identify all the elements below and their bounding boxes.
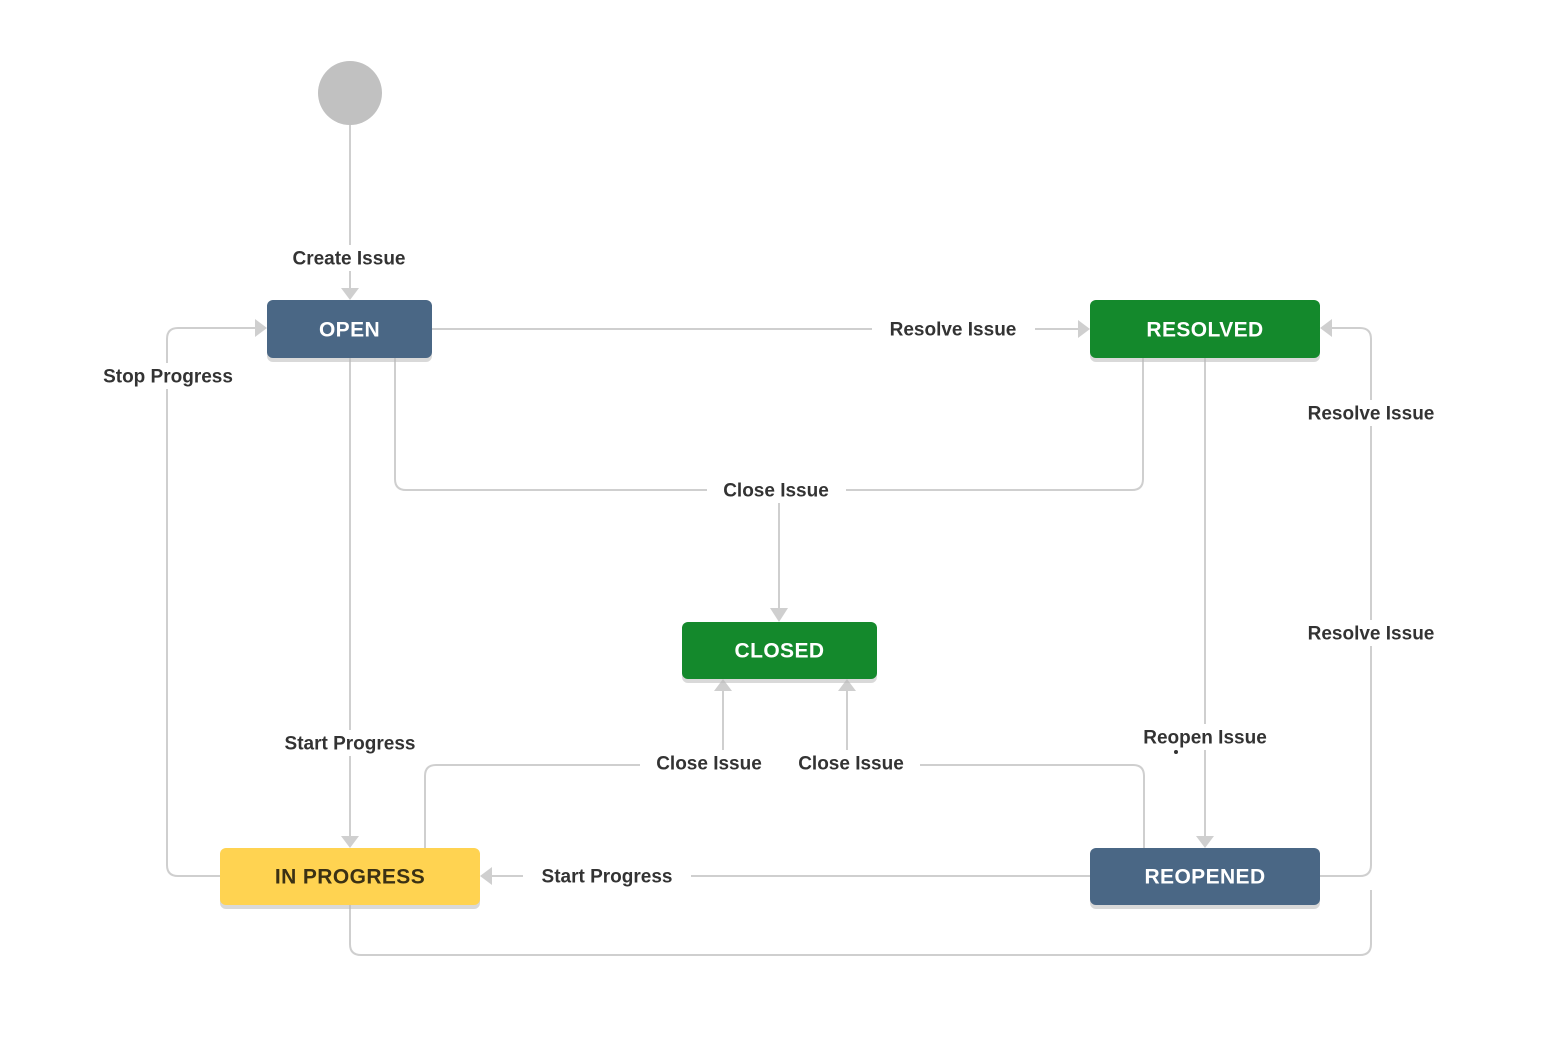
edge-close-issue-open[interactable]	[394, 358, 779, 491]
label-artifact-dot-icon	[1174, 750, 1178, 754]
label-backdrop	[707, 477, 846, 503]
edge-label-text: Resolve Issue	[1308, 624, 1435, 645]
edge-label-start-progress-reopened: Start Progress	[523, 863, 691, 889]
edge-resolve-issue-inprogress[interactable]	[349, 890, 1372, 956]
edge-layer	[166, 125, 1372, 956]
edge-label-text: Stop Progress	[103, 367, 233, 388]
edge-label-text: Reopen Issue	[1143, 728, 1267, 749]
label-backdrop	[1290, 400, 1453, 426]
arrow-head-icon	[341, 288, 359, 300]
edge-close-issue-inprogress-path	[424, 691, 724, 848]
node-open-rect	[267, 300, 432, 358]
edge-label-start-progress-open: Start Progress	[266, 730, 434, 756]
edge-stop-progress[interactable]	[166, 319, 267, 877]
label-backdrop	[523, 863, 691, 889]
edge-close-issue-drop[interactable]	[770, 490, 788, 622]
edge-label-text: Resolve Issue	[1308, 404, 1435, 425]
edge-close-issue-reopened-path	[846, 691, 1145, 848]
node-resolved-rect	[1090, 300, 1320, 358]
arrow-head-icon	[770, 608, 788, 622]
edge-stop-progress-path	[166, 327, 255, 877]
edge-create-issue[interactable]	[341, 125, 359, 300]
label-backdrop	[266, 730, 434, 756]
edge-close-issue-reopened[interactable]	[838, 679, 1145, 848]
edge-label-layer: Create Issue Stop Progress Resolve Issue…	[87, 245, 1453, 889]
edge-start-progress-open[interactable]	[341, 358, 359, 848]
label-backdrop	[782, 750, 920, 776]
edge-reopen-issue[interactable]	[1196, 358, 1214, 848]
edge-close-issue-resolved[interactable]	[779, 358, 1144, 491]
edge-resolve-issue-reopened-path	[1320, 327, 1372, 877]
node-in-progress[interactable]: IN PROGRESS	[220, 848, 480, 909]
edge-close-issue-open-path	[394, 358, 779, 491]
arrow-head-icon	[1078, 320, 1090, 338]
arrow-head-icon	[838, 679, 856, 691]
edge-label-stop-progress: Stop Progress	[87, 363, 249, 389]
label-backdrop	[87, 363, 249, 389]
node-in-progress-rect	[220, 848, 480, 905]
edge-label-text: Resolve Issue	[890, 320, 1017, 341]
edge-close-issue-inprogress[interactable]	[424, 679, 732, 848]
node-reopened[interactable]: REOPENED	[1090, 848, 1320, 909]
edge-label-text: Start Progress	[285, 734, 416, 755]
edge-label-resolve-issue-inprogress: Resolve Issue	[1290, 620, 1453, 646]
arrow-head-icon	[1196, 836, 1214, 848]
node-closed-rect	[682, 622, 877, 679]
edge-label-resolve-issue-open: Resolve Issue	[872, 316, 1035, 342]
edge-label-close-issue-reopened: Close Issue	[782, 750, 920, 776]
arrow-head-icon	[714, 679, 732, 691]
edge-label-text: Close Issue	[798, 754, 904, 775]
node-open[interactable]: OPEN	[267, 300, 432, 362]
edge-label-resolve-issue-reopened: Resolve Issue	[1290, 400, 1453, 426]
label-backdrop	[277, 245, 422, 271]
edge-label-create-issue: Create Issue	[277, 245, 422, 271]
label-backdrop	[1124, 724, 1287, 750]
edge-close-issue-resolved-path	[779, 358, 1144, 491]
label-backdrop	[1290, 620, 1453, 646]
edge-label-close-issue-top: Close Issue	[707, 477, 846, 503]
label-backdrop	[872, 316, 1035, 342]
edge-label-text: Start Progress	[542, 867, 673, 888]
node-resolved[interactable]: RESOLVED	[1090, 300, 1320, 362]
edge-label-close-issue-inprogress: Close Issue	[640, 750, 778, 776]
node-closed[interactable]: CLOSED	[682, 622, 877, 683]
edge-label-text: Close Issue	[656, 754, 762, 775]
edge-resolve-issue-inprogress-path	[349, 890, 1372, 956]
arrow-head-icon	[480, 867, 492, 885]
label-backdrop	[640, 750, 778, 776]
edge-label-reopen-issue: Reopen Issue	[1124, 724, 1287, 754]
start-node[interactable]	[318, 61, 382, 125]
node-layer: OPEN RESOLVED CLOSED IN PROGRESS REO	[220, 300, 1320, 909]
edge-label-text: Close Issue	[723, 481, 829, 502]
arrow-head-icon	[255, 319, 267, 337]
edge-label-text: Create Issue	[292, 249, 405, 270]
edge-resolve-issue-reopened[interactable]	[1320, 319, 1372, 877]
arrow-head-icon	[341, 836, 359, 848]
arrow-head-icon	[1320, 319, 1332, 337]
node-reopened-rect	[1090, 848, 1320, 905]
start-circle-icon	[318, 61, 382, 125]
